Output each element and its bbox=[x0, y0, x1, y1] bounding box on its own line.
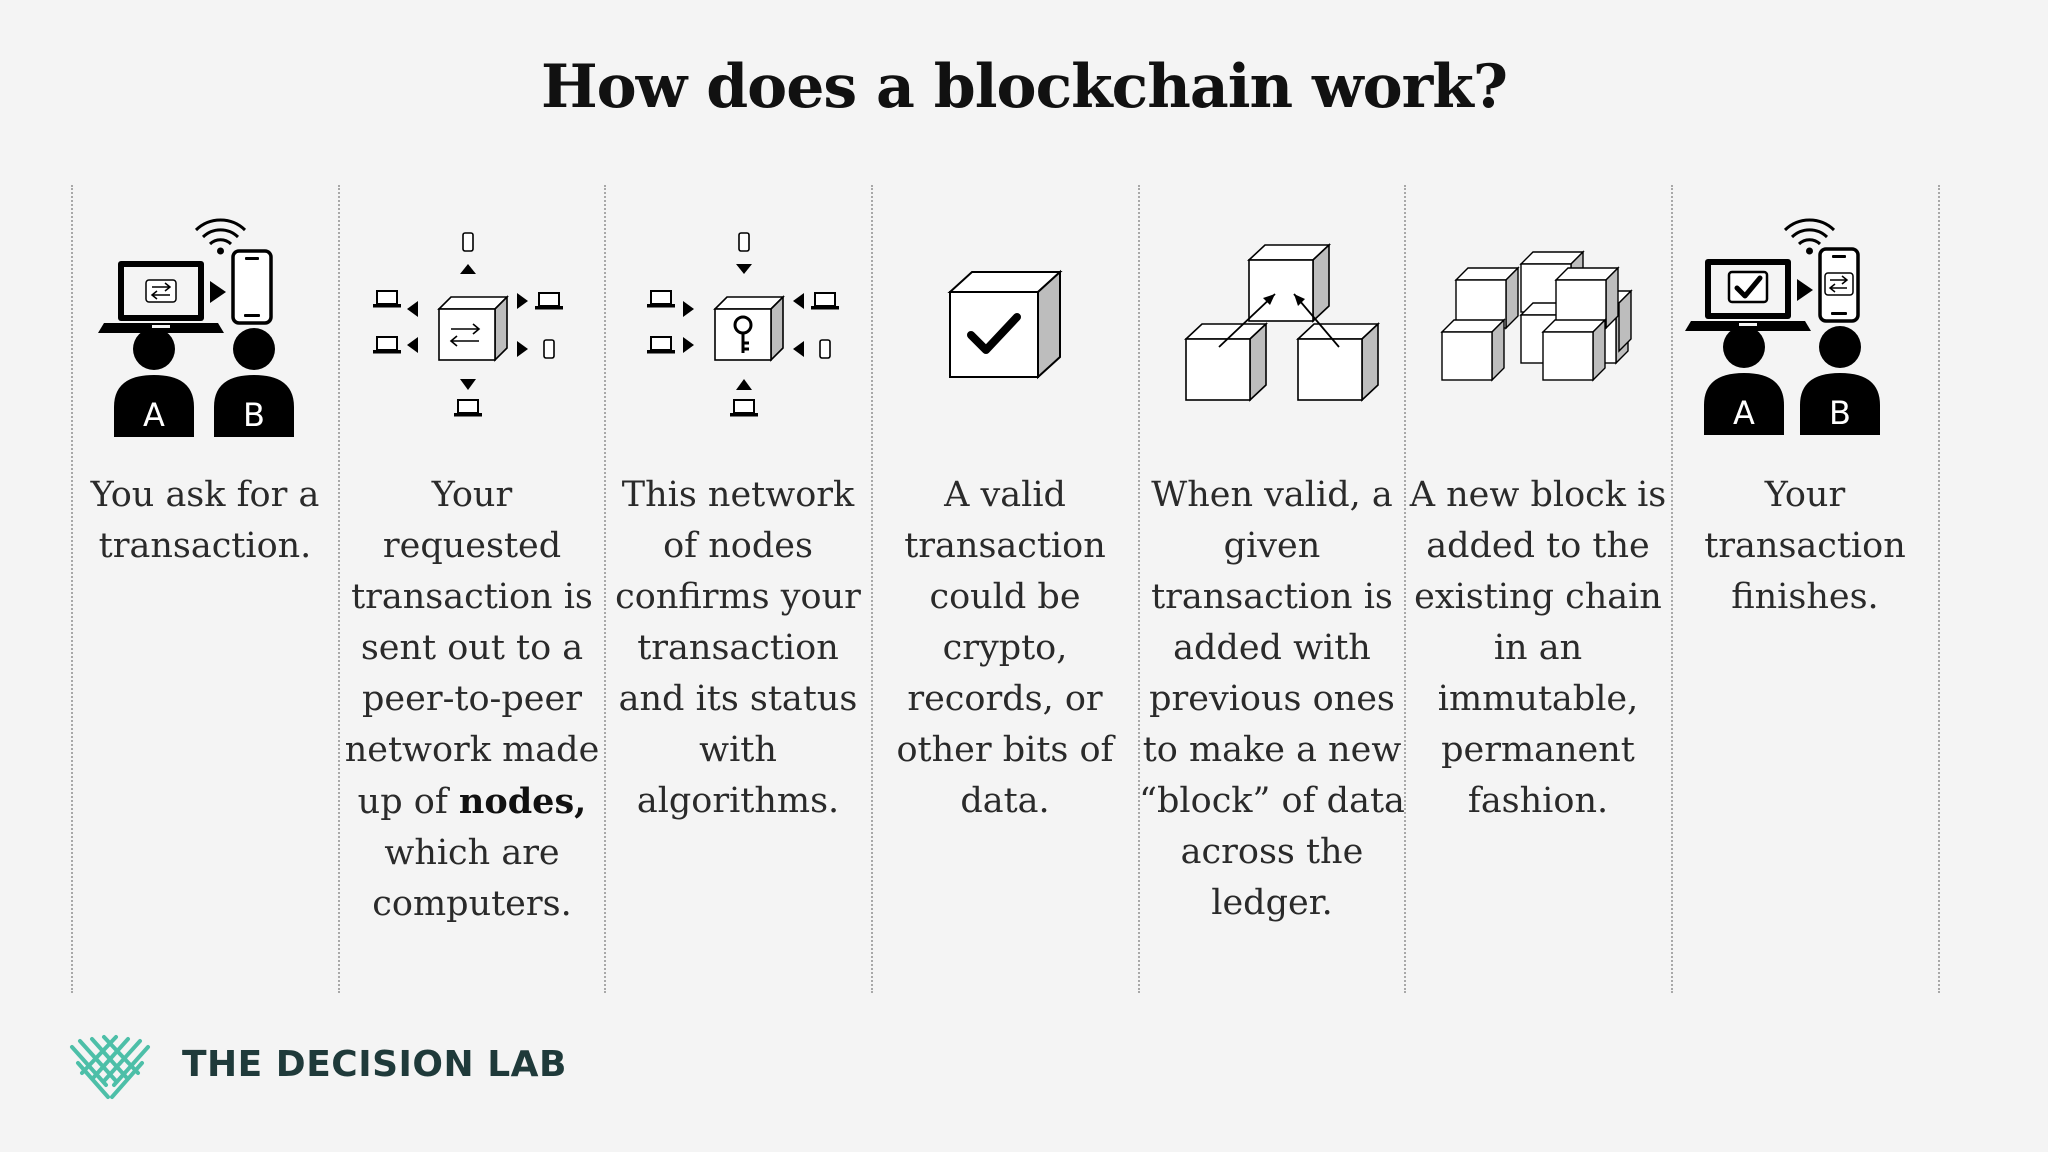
column-divider bbox=[1671, 185, 1673, 993]
column-divider bbox=[604, 185, 606, 993]
step-6: A new block is added to the existing cha… bbox=[1405, 185, 1671, 993]
laptop-phone-complete-icon: A B bbox=[1672, 207, 1938, 437]
network-key-icon bbox=[605, 207, 871, 437]
column-divider bbox=[1138, 185, 1140, 993]
user-b-label: B bbox=[243, 396, 265, 434]
column-divider bbox=[1938, 185, 1940, 993]
column-divider bbox=[338, 185, 340, 993]
step-7: A B Your transaction finishes. bbox=[1672, 185, 1938, 993]
checked-block-icon bbox=[872, 207, 1138, 437]
column-divider bbox=[871, 185, 873, 993]
step-1-text: You ask for a transaction. bbox=[90, 475, 320, 566]
step-2-text: Your requested transaction is sent out t… bbox=[344, 475, 600, 924]
step-2: Your requested transaction is sent out t… bbox=[339, 185, 605, 993]
network-transfer-icon bbox=[339, 207, 605, 437]
laptop-phone-transfer-icon: A B bbox=[72, 207, 338, 437]
step-5: When valid, a given transaction is added… bbox=[1139, 185, 1405, 993]
brand-name: THE DECISION LAB bbox=[182, 1044, 567, 1085]
user-a-label: A bbox=[143, 396, 165, 434]
column-divider bbox=[1404, 185, 1406, 993]
user-a-label: A bbox=[1733, 394, 1755, 432]
page-title: How does a blockchain work? bbox=[540, 52, 1508, 122]
block-merge-icon bbox=[1139, 207, 1405, 437]
step-4-text: A valid transaction could be crypto, rec… bbox=[896, 475, 1114, 821]
step-5-text: When valid, a given transaction is added… bbox=[1139, 475, 1405, 923]
column-divider bbox=[71, 185, 73, 993]
nodes-emphasis: nodes, bbox=[458, 781, 587, 822]
step-3-text: This network of nodes confirms your tran… bbox=[615, 475, 861, 821]
step-3: This network of nodes confirms your tran… bbox=[605, 185, 871, 993]
step-7-text: Your transaction finishes. bbox=[1704, 475, 1906, 617]
step-1: A B You ask for a transaction. bbox=[72, 185, 338, 993]
user-b-label: B bbox=[1829, 394, 1851, 432]
step-6-text: A new block is added to the existing cha… bbox=[1409, 475, 1667, 821]
decision-lab-logo-icon bbox=[70, 1035, 150, 1099]
block-chain-stack-icon bbox=[1405, 207, 1671, 437]
step-4: A valid transaction could be crypto, rec… bbox=[872, 185, 1138, 993]
